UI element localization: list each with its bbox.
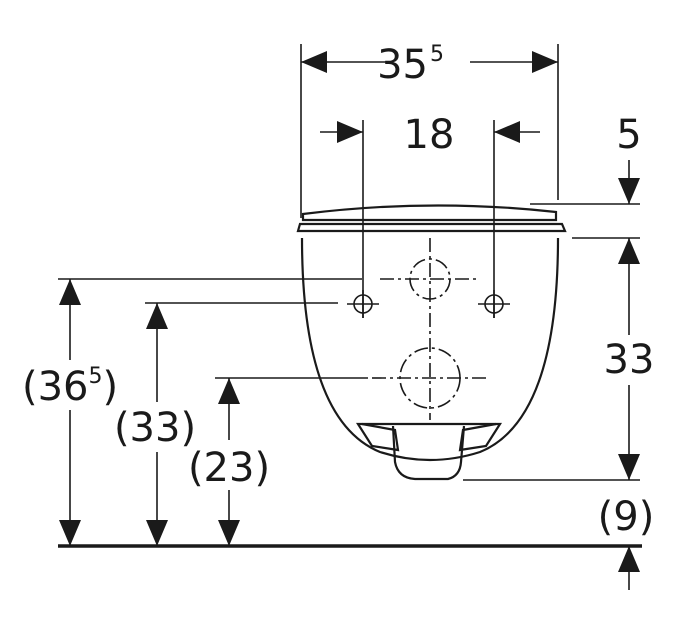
bowl-shell: [300, 237, 560, 462]
seat-thickness-dimension: [618, 160, 640, 204]
width-dimension: [301, 51, 558, 73]
bolt-spacing-value: 18: [404, 112, 455, 158]
total-height-dimension: [59, 279, 81, 546]
drain-height-value: (23): [188, 445, 270, 491]
bolt-hole-right: [478, 290, 510, 318]
foot-right: [458, 422, 503, 452]
bolt-hole-left: [347, 290, 379, 318]
bolt-height-dimension: [146, 303, 168, 546]
toilet-outline: [296, 204, 567, 481]
bowl-rim: [296, 222, 567, 233]
drain-height-dimension: [218, 378, 240, 546]
floor-gap-value: (9): [598, 494, 655, 540]
width-value: 35: [377, 42, 428, 88]
seat-lid: [301, 204, 558, 222]
width-value-sup: 5: [430, 42, 444, 67]
outlet-spigot: [391, 425, 466, 481]
bowl-height-dimension: [618, 238, 640, 480]
total-height-value: (365): [22, 364, 118, 410]
bolt-spacing-dimension: [320, 121, 540, 143]
bowl-height-value: 33: [604, 337, 655, 383]
foot-left: [355, 422, 400, 452]
floor-gap-dimension: [618, 546, 640, 590]
seat-thickness-value: 5: [616, 112, 641, 158]
bolt-height-value: (33): [114, 405, 196, 451]
